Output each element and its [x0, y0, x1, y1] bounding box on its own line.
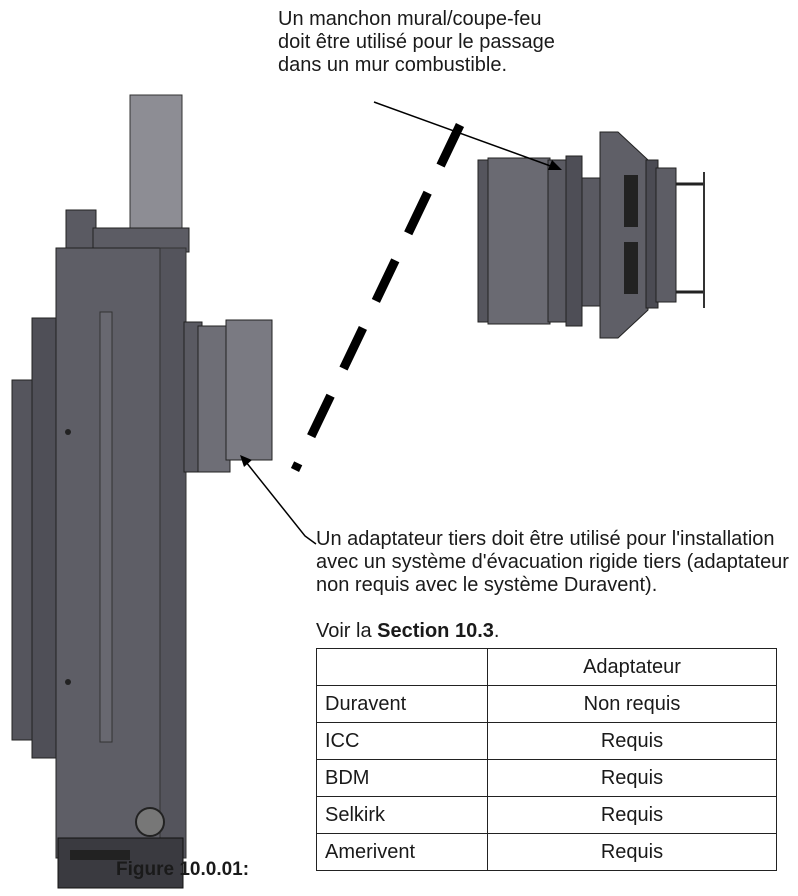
table-row: Amerivent Requis: [316, 833, 777, 871]
stove-side-view: [11, 94, 273, 889]
table-cell: Amerivent: [316, 833, 488, 871]
table-cell: Selkirk: [316, 796, 488, 834]
table-cell: Requis: [487, 833, 777, 871]
adapter-callout: Un adaptateur tiers doit être utilisé po…: [316, 528, 789, 596]
see-suffix: .: [493, 620, 500, 642]
see-section-note: Voir la Section 10.3.: [316, 620, 499, 643]
table-header-row: Adaptateur: [316, 648, 777, 686]
table-cell: Requis: [487, 759, 777, 797]
table-cell: Non requis: [487, 685, 777, 723]
table-row: Selkirk Requis: [316, 796, 777, 834]
wall-sleeve-assembly: [477, 131, 705, 339]
see-prefix: Voir la: [316, 620, 378, 642]
table-row: Duravent Non requis: [316, 685, 777, 723]
table-header-cell: Adaptateur: [487, 648, 777, 686]
table-row: BDM Requis: [316, 759, 777, 797]
dashed-connector: [290, 123, 465, 472]
section-link[interactable]: Section 10.3: [377, 620, 494, 642]
adapter-compatibility-table: Adaptateur Duravent Non requis ICC Requi…: [316, 648, 777, 871]
table-cell: BDM: [316, 759, 488, 797]
wall-sleeve-callout: Un manchon mural/coupe-feu doit être uti…: [278, 8, 555, 76]
table-cell: Requis: [487, 722, 777, 760]
table-cell: ICC: [316, 722, 488, 760]
table-cell: Requis: [487, 796, 777, 834]
table-cell: Duravent: [316, 685, 488, 723]
table-row: ICC Requis: [316, 722, 777, 760]
leader-lines: [240, 101, 562, 545]
figure-caption: Figure 10.0.01:: [116, 859, 250, 880]
table-header-cell: [316, 648, 488, 686]
